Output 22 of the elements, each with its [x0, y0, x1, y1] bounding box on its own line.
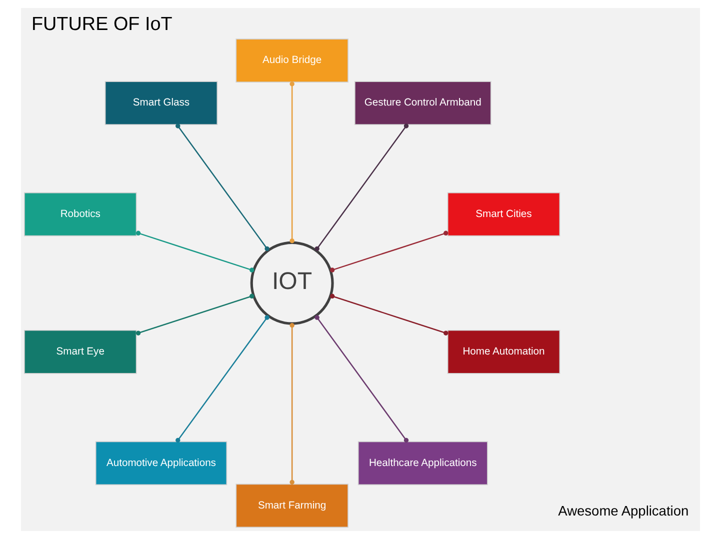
connector	[289, 323, 294, 485]
node-box: Audio Bridge	[235, 38, 348, 82]
connector	[175, 315, 269, 443]
node-box: Robotics	[24, 192, 136, 236]
connector	[175, 124, 269, 252]
connector	[135, 294, 254, 336]
label: Awesome Application	[558, 503, 688, 518]
connector	[289, 82, 294, 244]
node-box: Gesture Control Armband	[354, 81, 491, 125]
connector	[314, 315, 408, 443]
node-box: Smart Eye	[24, 330, 136, 374]
node-box: Smart Glass	[104, 81, 218, 125]
node-box: Home Automation	[446, 330, 560, 374]
connector	[135, 230, 254, 272]
node-box: Automotive Applications	[94, 441, 227, 486]
node-box: Healthcare Applications	[357, 441, 488, 486]
node-box: Smart Farming	[235, 484, 348, 528]
connector	[329, 230, 448, 272]
diagram-title: FUTURE OF IoT	[30, 14, 172, 36]
connector	[329, 294, 448, 336]
connector	[314, 124, 408, 252]
node-box: Smart Cities	[446, 192, 560, 236]
